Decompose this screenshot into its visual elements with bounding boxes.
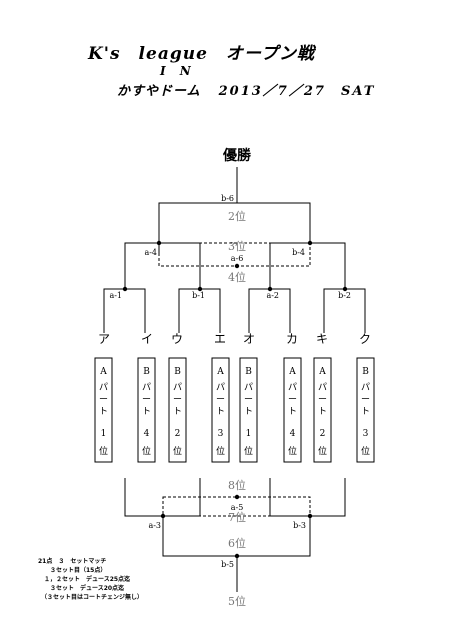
junction-dot bbox=[234, 553, 240, 559]
match-label-a6: a-6 bbox=[231, 254, 244, 263]
team-card bbox=[313, 357, 332, 463]
junction-dot bbox=[307, 513, 313, 519]
match-label-b1: b-1 bbox=[192, 291, 205, 300]
team-card bbox=[356, 357, 375, 463]
seventh-place-box bbox=[162, 496, 311, 517]
team-letter: ク bbox=[359, 332, 371, 346]
place-4: 4位 bbox=[228, 270, 246, 284]
rules-line: 21点 ３ セットマッチ bbox=[38, 558, 107, 565]
team-letter: ウ bbox=[171, 332, 183, 346]
match-label-b3: b-3 bbox=[293, 521, 306, 530]
junction-dot bbox=[267, 286, 273, 292]
rules-line: ３セット目（15点） bbox=[38, 567, 107, 574]
junction-dot bbox=[234, 494, 240, 500]
venue-date-line: かすやドーム 2013／7／27 SAT bbox=[117, 80, 375, 99]
champion-label: 優勝 bbox=[222, 147, 252, 164]
rules-line: （３セット目はコートチェンジ無し） bbox=[38, 594, 144, 601]
place-2: 2位 bbox=[228, 209, 246, 223]
match-label-a4: a-4 bbox=[144, 248, 157, 257]
rules-line: ３セット デュース20点迄 bbox=[38, 585, 125, 592]
match-label-b5: b-5 bbox=[221, 560, 234, 569]
team-card bbox=[168, 357, 187, 463]
match-label-a1: a-1 bbox=[109, 291, 122, 300]
team-letter: キ bbox=[316, 332, 328, 346]
third-place-box bbox=[158, 242, 311, 267]
junction-dot bbox=[156, 240, 162, 246]
team-letter: カ bbox=[286, 332, 298, 346]
match-label-b2: b-2 bbox=[338, 291, 351, 300]
team-letter: ア bbox=[98, 332, 110, 346]
team-letter: オ bbox=[243, 332, 255, 346]
semifinal-b4-line bbox=[269, 242, 346, 289]
match-label-a5: a-5 bbox=[231, 503, 244, 512]
place-6: 6位 bbox=[228, 536, 246, 550]
semifinal-a4-line bbox=[124, 242, 201, 289]
team-card bbox=[239, 357, 258, 463]
final-line bbox=[158, 202, 311, 256]
rules-line: １，２セット デュース25点迄 bbox=[38, 576, 131, 583]
match-b3-line bbox=[269, 478, 346, 517]
junction-dot bbox=[197, 286, 203, 292]
team-card bbox=[137, 357, 156, 463]
junction-dot bbox=[342, 286, 348, 292]
place-5: 5位 bbox=[228, 594, 246, 608]
match-label-a2: a-2 bbox=[266, 291, 279, 300]
match-label-a3: a-3 bbox=[148, 521, 161, 530]
match-label-b4: b-4 bbox=[292, 248, 305, 257]
in-label: I N bbox=[160, 64, 196, 78]
team-card bbox=[211, 357, 230, 463]
match-label-b6: b-6 bbox=[221, 194, 234, 203]
team-card bbox=[283, 357, 302, 463]
place-3: 3位 bbox=[228, 239, 246, 253]
team-card bbox=[94, 357, 113, 463]
page-title: K's league オープン戦 bbox=[88, 44, 315, 64]
place-7: 7位 bbox=[228, 510, 246, 524]
junction-dot bbox=[307, 240, 313, 246]
junction-dot bbox=[160, 513, 166, 519]
junction-dot bbox=[122, 286, 128, 292]
match-rules-notes: 21点 ３ セットマッチ ３セット目（15点） １，２セット デュース25点迄 … bbox=[38, 557, 143, 602]
place-8: 8位 bbox=[228, 478, 246, 492]
venue: かすやドーム bbox=[117, 84, 201, 99]
event-date: 2013／7／27 SAT bbox=[218, 84, 376, 99]
team-letter: エ bbox=[214, 332, 226, 346]
junction-dot bbox=[234, 263, 240, 269]
team-letter: イ bbox=[141, 332, 153, 346]
